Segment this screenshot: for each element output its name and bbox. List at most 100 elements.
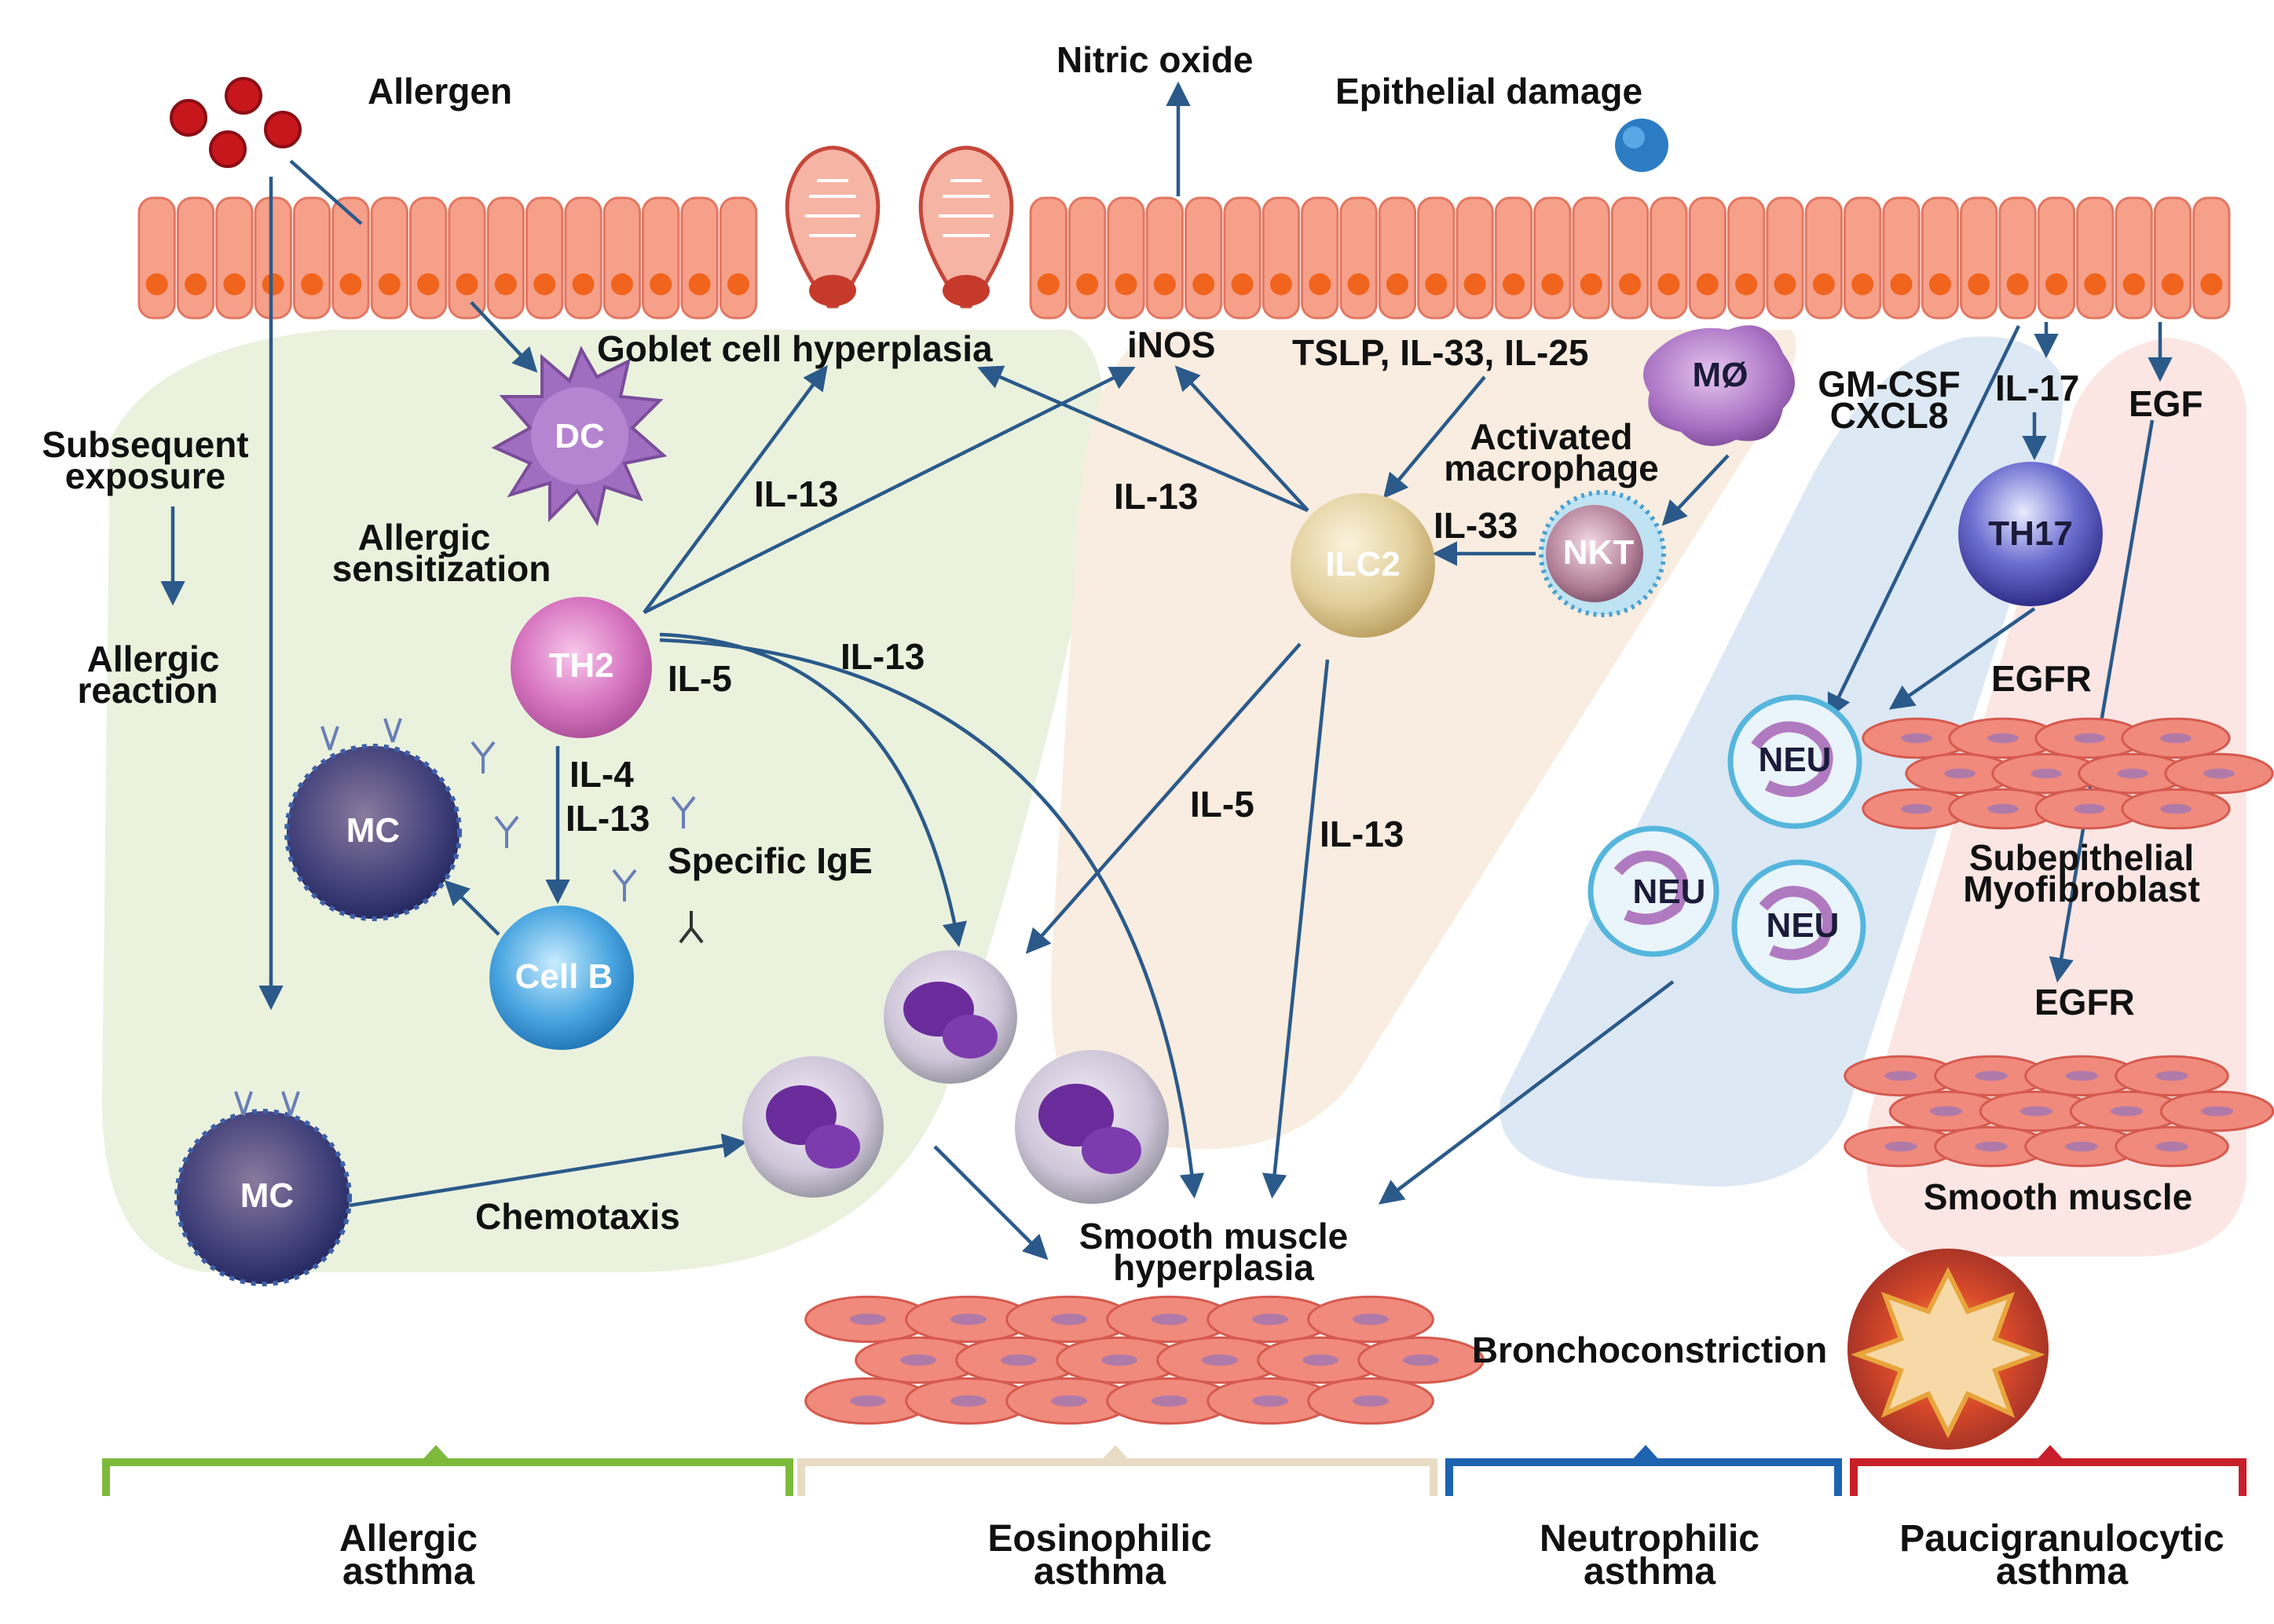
muscle-nucleus	[1884, 1070, 1917, 1081]
nkt-label: NKT	[1563, 533, 1635, 572]
allergen-particle	[170, 99, 207, 137]
allergen-label: Allergen	[368, 71, 512, 112]
epithelial-cell	[1650, 196, 1688, 320]
muscle-nucleus	[2155, 1141, 2188, 1152]
mo-label: MØ	[1693, 356, 1749, 394]
footer-allergic-line1: Allergic	[339, 1518, 478, 1560]
epithelial-cell	[1145, 196, 1185, 320]
epithelial-nucleus	[1968, 273, 1990, 295]
activated-macrophage-label-1: Activated	[1470, 416, 1632, 457]
subsequent-label-1: Subsequent	[42, 424, 248, 465]
arrow	[2049, 419, 2155, 983]
il4-label: IL-4	[569, 754, 634, 795]
epithelial-nucleus	[2122, 273, 2145, 295]
muscle-nucleus	[2160, 733, 2192, 744]
allergic-reaction-label-2: reaction	[78, 670, 218, 711]
virus-icon	[1615, 119, 1668, 172]
muscle-nucleus	[2155, 1070, 2188, 1081]
muscle-nucleus	[1100, 1354, 1138, 1366]
epithelial-cell	[1688, 196, 1727, 320]
muscle-nucleus	[1987, 803, 2019, 814]
smooth-muscle-center	[804, 1295, 1485, 1425]
epithelial-cell	[1301, 196, 1339, 320]
epithelial-cell	[1107, 196, 1145, 320]
arrows	[160, 81, 2173, 1260]
epithelial-cell	[1804, 196, 1843, 320]
epithelial-nucleus	[378, 273, 401, 295]
muscle-nucleus	[1302, 1354, 1339, 1366]
epithelial-cell	[486, 196, 525, 320]
footer-neutrophilic-line2: asthma	[1584, 1551, 1716, 1593]
epithelial-cell	[564, 196, 602, 320]
epithelial-nucleus	[727, 273, 749, 295]
epithelial-cell	[719, 196, 758, 320]
epithelial-cell	[448, 196, 486, 320]
epithelial-cell	[137, 196, 176, 320]
epithelial-cell	[1727, 196, 1766, 320]
allergen-particles	[170, 77, 302, 168]
labels: Allergen Nitric oxide Epithelial damage …	[42, 39, 2203, 1370]
subsequent-label-2: exposure	[65, 455, 226, 496]
arrow	[1025, 642, 1302, 954]
egfr-label-1: EGFR	[1991, 658, 2092, 699]
il13-label-d: IL-13	[1320, 814, 1404, 854]
epithelial-nucleus	[262, 273, 284, 295]
il5-label-b: IL-5	[1190, 784, 1254, 825]
muscle-nucleus	[849, 1313, 887, 1326]
b-cell: Cell B	[489, 905, 634, 1050]
specific-ige-label: Specific IgE	[668, 840, 873, 881]
muscle-nucleus	[1151, 1395, 1188, 1407]
muscle-nucleus	[1151, 1313, 1188, 1326]
epithelial-cell	[642, 196, 680, 320]
arrow	[444, 880, 500, 936]
muscle-nucleus	[950, 1395, 987, 1407]
epithelial-nucleus	[1774, 273, 1796, 295]
footer-neutrophilic: Neutrophilic asthma	[1445, 1445, 1842, 1593]
epithelial-nucleus	[1347, 273, 1370, 295]
epithelial-nucleus	[1696, 273, 1719, 295]
allergic-zone	[102, 330, 1104, 1272]
myofibroblast-label: Myofibroblast	[1963, 869, 2200, 909]
epithelial-cell	[408, 196, 448, 320]
epithelial-nucleus	[223, 273, 246, 295]
neu-2-label: NEU	[1633, 872, 1706, 911]
nitric-oxide-label: Nitric oxide	[1056, 39, 1254, 80]
tslp-label: TSLP, IL-33, IL-25	[1292, 332, 1588, 373]
macrophage-cell: MØ	[1643, 325, 1795, 446]
th17-cell: TH17	[1958, 462, 2103, 606]
epithelial-nucleus	[1502, 273, 1525, 295]
arrow	[1262, 659, 1330, 1199]
epithelial-cell	[1185, 196, 1223, 320]
footer-allergic: Allergic asthma	[102, 1445, 793, 1593]
epithelial-nucleus	[1463, 273, 1486, 295]
arrow	[659, 638, 1205, 1199]
smooth-muscle-right	[1844, 1055, 2274, 1168]
epithelial-nucleus	[1037, 273, 1060, 295]
cxcl8-label: CXCL8	[1830, 395, 1949, 436]
il13-label-a: IL-13	[754, 474, 838, 514]
il13-label-b: IL-13	[1114, 476, 1198, 517]
epithelial-cell	[1067, 196, 1107, 320]
epithelial-cell	[2153, 196, 2192, 320]
muscle-nucleus	[1352, 1395, 1390, 1407]
muscle-nucleus	[1944, 768, 1976, 779]
muscle-nucleus	[1251, 1395, 1289, 1407]
muscle-nucleus	[2074, 733, 2105, 744]
epithelial-cell	[1456, 196, 1494, 320]
subepithelial-label: Subepithelial	[1969, 837, 2194, 878]
epithelial-nucleus	[2084, 273, 2107, 295]
goblet-label: Goblet cell hyperplasia	[597, 328, 993, 369]
epithelial-nucleus	[1076, 273, 1099, 295]
epithelial-cell	[1378, 196, 1417, 320]
epithelial-nucleus	[1890, 273, 1913, 295]
epithelial-cell	[1262, 196, 1301, 320]
epithelial-cell	[1921, 196, 1960, 320]
epithelial-cell	[1494, 196, 1533, 320]
neutrophil: NEU	[1727, 694, 1862, 829]
epithelium-layer	[137, 196, 2231, 320]
epithelial-cell	[1029, 196, 1067, 320]
muscle-nucleus	[2065, 1141, 2098, 1152]
footer-eosinophilic-line2: asthma	[1034, 1551, 1166, 1593]
epithelial-nucleus	[1928, 273, 1951, 295]
epithelial-nucleus	[1541, 273, 1564, 295]
